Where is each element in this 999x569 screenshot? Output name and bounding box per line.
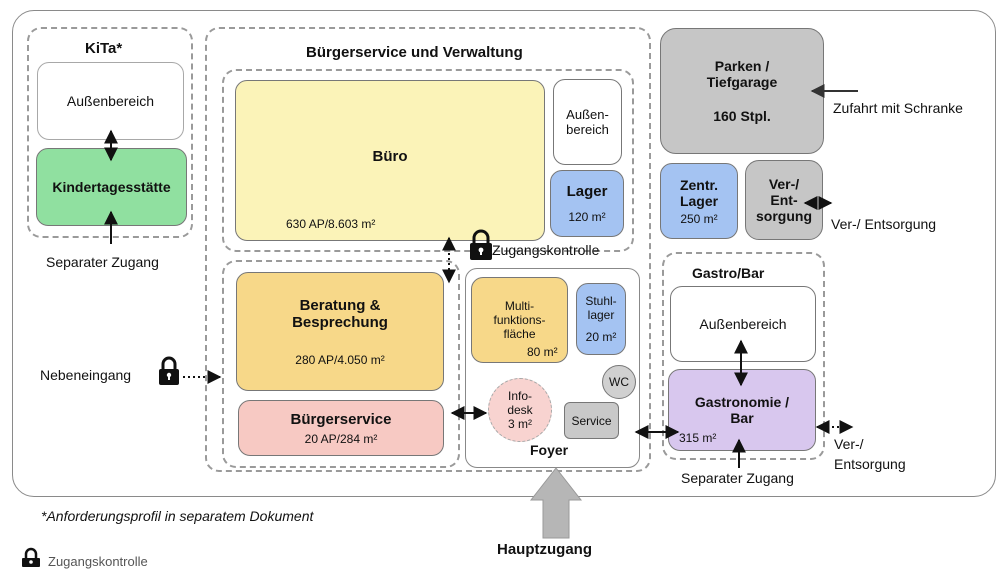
stuhllager-box: Stuhl- lager 20 m² [576,283,626,355]
infodesk-box: Info- desk 3 m² [488,378,552,442]
buergerservice-box: Bürgerservice 20 AP/284 m² [238,400,444,456]
parken-box: Parken / Tiefgarage 160 Stpl. [660,28,824,154]
zentrallager-box: Zentr. Lager 250 m² [660,163,738,239]
buergerservice-area: 20 AP/284 m² [304,431,378,446]
gastro-ver-l1: Ver-/ [834,436,864,452]
gastro-zone [662,252,825,460]
lager-area: 120 m² [568,210,606,224]
beratung-l1: Beratung & [299,296,381,314]
zentrallager-l2: Lager [679,192,719,209]
beratung-subzone [222,260,460,468]
info-area: 3 m² [508,417,532,431]
zentrallager-l1: Zentr. [679,176,719,193]
stuhl-l1: Stuhl- [585,294,617,308]
multi-area: 80 m² [527,345,558,359]
verwaltung-subzone [222,69,634,252]
buero-box: Büro [235,80,545,241]
beratung-area: 280 AP/4.050 m² [295,352,385,367]
beratung-box: Beratung & Besprechung 280 AP/4.050 m² [236,272,444,391]
legend-zugangskontrolle-label: Zugangskontrolle [48,554,148,569]
beratung-l2: Besprechung [292,313,388,331]
footnote: *Anforderungsprofil in separatem Dokumen… [41,508,314,524]
zentrallager-area: 250 m² [680,211,718,226]
info-l2: desk [507,403,533,417]
kindertagesstaette-label: Kindertagesstätte [52,179,171,195]
gastro-l2: Bar [730,410,754,426]
service-box: Service [564,402,619,439]
gastro-aussen-label: Außenbereich [699,316,787,332]
multifunktionsflaeche-box: Multi- funktions- fläche [471,277,568,363]
gastro-l1: Gastronomie / [694,394,790,410]
zugangskontrolle-lock-icon [470,229,492,260]
lager-label: Lager [566,183,608,200]
wc-label: WC [609,375,629,389]
ver-l2: Ent- [770,192,798,208]
multi-l2: funktions- [493,313,546,327]
hauptzugang-label: Hauptzugang [497,541,592,558]
buerger-zone [205,27,651,472]
gastro-separater-zugang: Separater Zugang [681,470,794,486]
buero-label: Büro [372,148,408,165]
service-label: Service [571,413,612,428]
parken-l2: Tiefgarage [706,74,778,90]
parken-l1: Parken / [714,58,770,74]
buerger-aussen-l2: bereich [566,122,609,137]
kita-separater-zugang: Separater Zugang [46,254,159,270]
zugangskontrolle-label: Zugangskontrolle [492,242,600,258]
parken-stpl: 160 Stpl. [713,108,771,124]
stuhl-area: 20 m² [585,330,617,344]
zufahrt-label: Zufahrt mit Schranke [833,100,963,116]
ver-l1: Ver-/ [768,176,800,192]
ver-entsorgung-label: Ver-/ Entsorgung [831,216,937,232]
kita-title: KiTa* [85,40,123,57]
stuhl-l2: lager [587,308,615,322]
buergerservice-label: Bürgerservice [290,410,392,428]
kita-aussenbereich-label: Außenbereich [66,93,155,109]
buerger-title: Bürgerservice und Verwaltung [306,44,523,61]
gastronomie-box: Gastronomie / Bar [668,369,816,451]
lager-box: Lager 120 m² [550,170,624,237]
multi-l1: Multi- [504,299,535,313]
foyer-zone [465,268,640,468]
info-l1: Info- [507,389,532,403]
wc-box: WC [602,365,636,399]
site-boundary [12,10,996,497]
legend-lock-icon [22,547,40,567]
foyer-title: Foyer [530,442,569,458]
ver-l3: sorgung [756,208,812,224]
buero-area: 630 AP/8.603 m² [286,217,376,231]
gastro-title: Gastro/Bar [692,265,765,281]
hauptzugang-arrow-icon [529,467,583,539]
nebeneingang-label: Nebeneingang [40,367,132,383]
gastro-ver-l2: Entsorgung [834,456,906,472]
multi-l3: fläche [503,327,536,341]
buerger-aussenbereich: Außen- bereich [553,79,622,165]
buerger-aussen-l1: Außen- [566,107,609,122]
gastro-area: 315 m² [679,431,717,445]
nebeneingang-lock-icon [159,356,179,385]
